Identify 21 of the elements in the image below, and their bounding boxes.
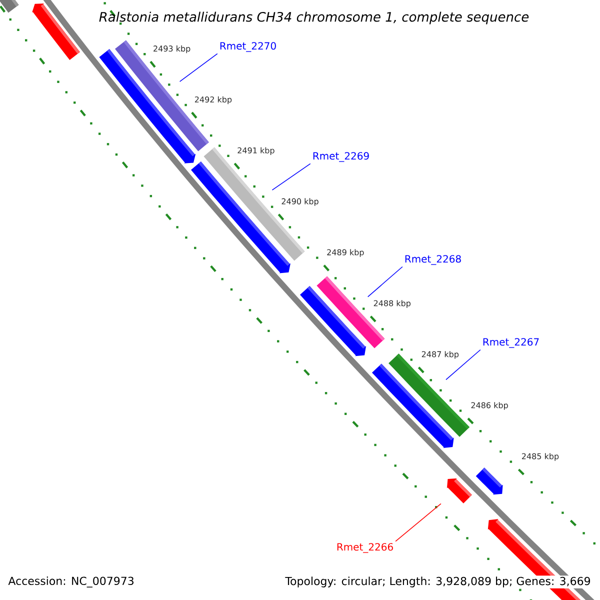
tick-label: 2493 kbp (154, 45, 190, 54)
gene-label: Rmet_2266 (337, 543, 393, 553)
accession-text: Accession: NC_007973 (8, 576, 134, 588)
gene-bar (446, 478, 472, 504)
leader-line (179, 53, 218, 82)
tick-label: 2488 kbp (374, 300, 411, 308)
gene-label: Rmet_2268 (405, 255, 461, 265)
gene-label: Rmet_2267 (483, 338, 539, 348)
tick-label: 2491 kbp (238, 147, 274, 155)
tick-label: 2489 kbp (327, 249, 364, 257)
leader-line (395, 503, 442, 542)
tick-label: 2487 kbp (422, 351, 459, 359)
leader-line (272, 163, 311, 190)
leader-line (367, 266, 403, 298)
tick-label: 2492 kbp (194, 96, 232, 104)
title: Ralstonia metallidurans CH34 chromosome 1, complete sequence (99, 12, 529, 24)
tick-label: 2485 kbp (522, 453, 559, 461)
tick-label: 2490 kbp (282, 198, 318, 206)
gene-label: Rmet_2270 (220, 42, 276, 52)
genome-info-text: Topology: circular; Length: 3,928,089 bp; Genes: 3,669 (284, 576, 592, 588)
gene-label: Rmet_2269 (313, 152, 369, 162)
